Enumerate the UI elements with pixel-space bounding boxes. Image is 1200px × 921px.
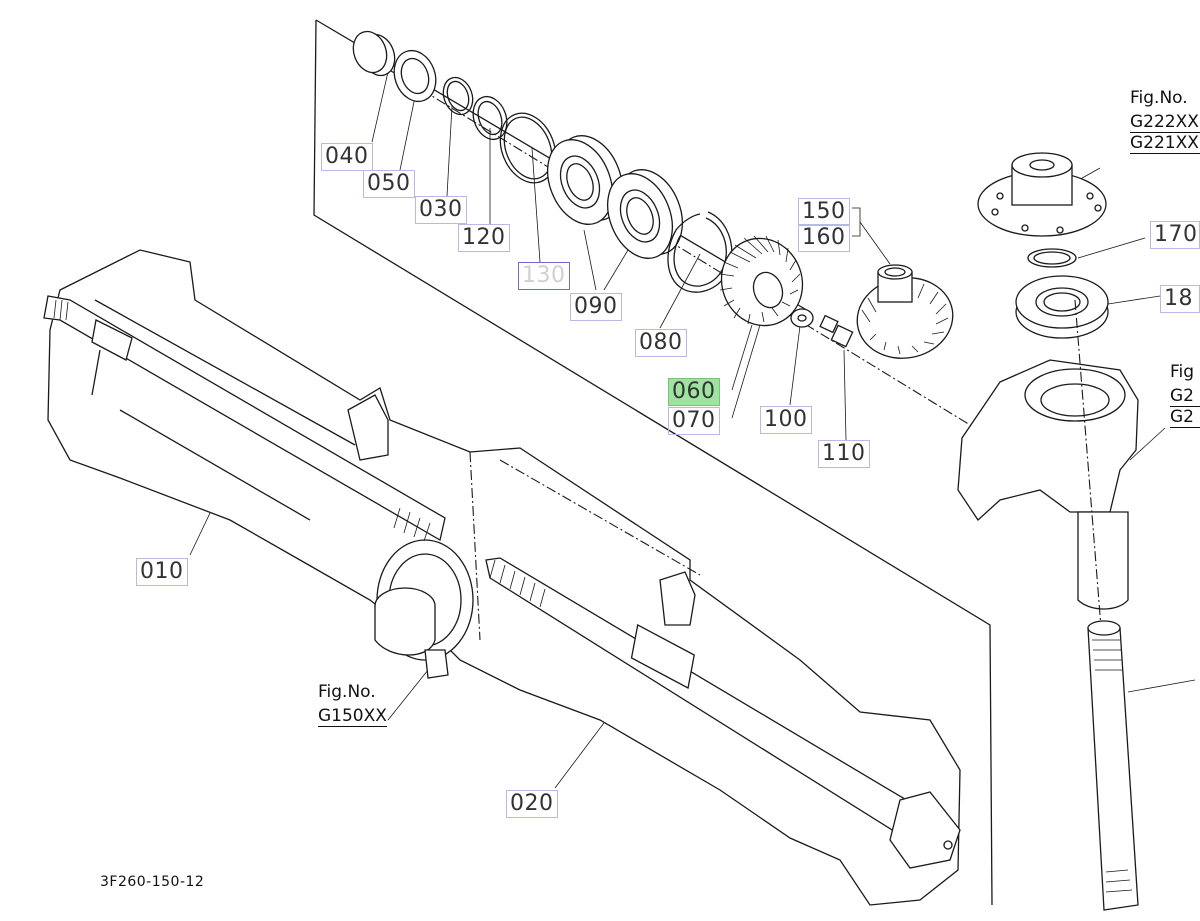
part-100-washer <box>790 308 814 328</box>
fig-ref-top-right-label: Fig.No. <box>1130 88 1188 108</box>
part-010-shaft <box>43 295 446 542</box>
fig-ref-bottom-left-label: Fig.No. <box>318 682 376 702</box>
part-170-snap-ring <box>1027 248 1077 268</box>
part-050-seal <box>393 49 437 103</box>
part-label-040[interactable]: 040 <box>321 143 373 171</box>
part-110-bolt <box>819 314 854 348</box>
part-130-shim <box>499 112 557 184</box>
part-label-170[interactable]: 170 <box>1150 221 1200 249</box>
part-label-110[interactable]: 110 <box>818 440 870 468</box>
part-label-130[interactable]: 130 <box>518 262 570 290</box>
part-040-collar <box>352 30 396 77</box>
part-label-060[interactable]: 060 <box>668 378 720 406</box>
fig-ref-top-right-code-1[interactable]: G222XX <box>1130 112 1200 133</box>
part-150-gear <box>856 264 954 359</box>
part-label-070[interactable]: 070 <box>668 407 720 435</box>
part-label-160[interactable]: 160 <box>798 224 850 252</box>
fig-ref-bottom-left-code[interactable]: G150XX <box>318 706 387 727</box>
part-label-050[interactable]: 050 <box>363 170 415 198</box>
part-180-bearing <box>1015 275 1109 339</box>
part-label-090[interactable]: 090 <box>570 293 622 321</box>
part-label-010[interactable]: 010 <box>136 558 188 586</box>
part-label-120[interactable]: 120 <box>458 224 510 252</box>
part-label-150[interactable]: 150 <box>798 198 850 226</box>
part-120-washer <box>472 95 508 141</box>
part-090-bearing-a <box>547 135 623 225</box>
part-090-bearing-b <box>607 169 683 259</box>
part-080-circlip <box>667 211 733 293</box>
vertical-shaft <box>1087 620 1139 911</box>
part-label-020[interactable]: 020 <box>506 790 558 818</box>
fig-ref-mid-right-label: Fig <box>1170 362 1195 382</box>
fig-ref-mid-right-code-2[interactable]: G2 <box>1170 407 1200 428</box>
drawing-code: 3F260-150-12 <box>100 874 205 890</box>
fig-ref-mid-right-code-1[interactable]: G2 <box>1170 386 1200 407</box>
knuckle-housing <box>957 299 1139 641</box>
part-label-100[interactable]: 100 <box>760 406 812 434</box>
part-label-18x[interactable]: 18 <box>1160 285 1200 313</box>
part-020-shaft <box>485 557 961 869</box>
fig-ref-top-right-code-2[interactable]: G221XX <box>1130 133 1200 154</box>
part-label-030[interactable]: 030 <box>415 196 467 224</box>
flange-hub <box>977 152 1107 237</box>
part-060-bevel-gear <box>719 235 804 327</box>
part-030-snap-ring <box>442 76 474 116</box>
part-label-080[interactable]: 080 <box>635 329 687 357</box>
